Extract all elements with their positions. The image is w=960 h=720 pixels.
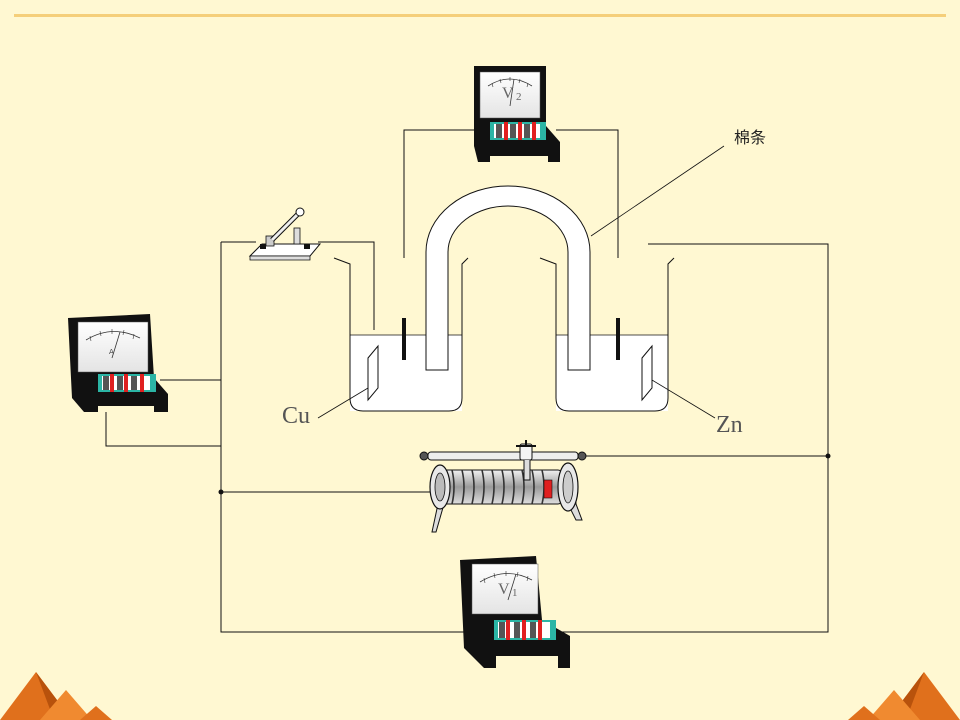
probe-rod-right — [616, 318, 620, 360]
knife-switch[interactable] — [248, 207, 322, 261]
circuit-wires — [105, 129, 829, 633]
cotton-strip-label: 棉条 — [734, 128, 766, 147]
junction-dot-right — [825, 453, 831, 459]
cu-label: Cu — [282, 403, 310, 429]
beaker-right — [539, 257, 675, 412]
junction-dot-left — [218, 489, 224, 495]
probe-rod-left — [402, 318, 406, 360]
rheostat[interactable] — [419, 440, 587, 533]
voltmeter-v2: V 2 — [474, 66, 560, 162]
ammeter-symbol: A — [109, 348, 114, 356]
corner-decoration-right — [848, 672, 960, 720]
cu-electrode — [367, 344, 379, 402]
voltmeter-v1: V 1 — [460, 556, 570, 668]
v2-subscript: 2 — [516, 91, 522, 103]
zn-label: Zn — [716, 412, 743, 438]
v1-subscript: 1 — [512, 587, 518, 599]
top-rule — [14, 14, 946, 17]
salt-bridge — [425, 185, 591, 371]
leader-lines — [317, 145, 725, 419]
ammeter: A — [68, 314, 168, 412]
v1-symbol: V — [498, 581, 510, 598]
corner-decoration-left — [0, 672, 112, 720]
zn-electrode — [641, 344, 653, 402]
v2-symbol: V — [502, 85, 514, 102]
